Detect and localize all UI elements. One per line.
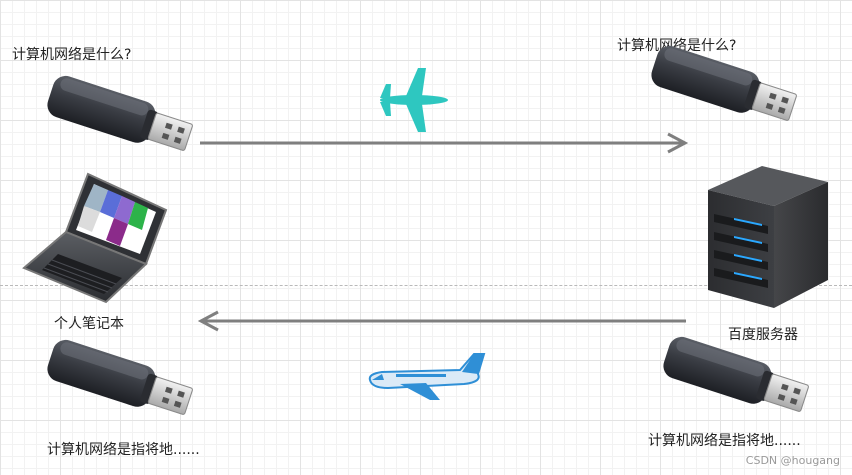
- usb-drive-icon: [642, 42, 802, 132]
- client-label: 个人笔记本: [54, 316, 124, 332]
- request-arrow: [200, 132, 689, 154]
- usb-drive-icon: [38, 72, 198, 162]
- sender-reply-label: 计算机网络是指将地......: [47, 442, 200, 458]
- server-tower-icon: [708, 166, 828, 308]
- sender-request-label: 计算机网络是什么?: [12, 47, 132, 63]
- usb-drive-icon: [654, 333, 814, 423]
- server-label: 百度服务器: [728, 327, 798, 343]
- airplane-icon: [368, 353, 486, 400]
- receiver-request-label: 计算机网络是什么?: [617, 38, 737, 54]
- watermark: CSDN @hougang: [745, 454, 840, 467]
- dashed-divider: [0, 285, 852, 286]
- usb-drive-icon: [38, 336, 198, 426]
- receiver-reply-label: 计算机网络是指将地......: [648, 433, 801, 449]
- airplane-icon: [380, 68, 448, 132]
- laptop-icon: [22, 172, 168, 304]
- reply-arrow: [197, 310, 686, 332]
